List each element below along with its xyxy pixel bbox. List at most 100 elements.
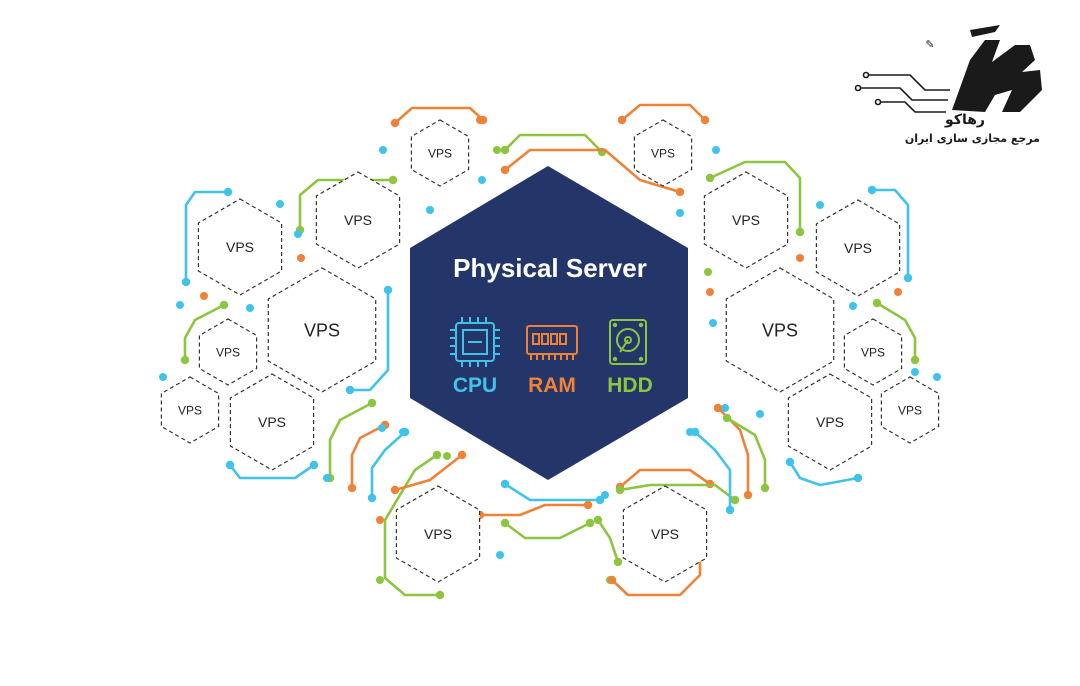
vps-node: VPS xyxy=(703,171,789,269)
vps-label: VPS xyxy=(816,414,844,430)
vps-hex-outline xyxy=(787,373,873,471)
hdd-icon xyxy=(609,319,647,365)
vps-hex-outline xyxy=(315,171,401,269)
logo-mark xyxy=(952,25,1042,112)
vps-node: VPS xyxy=(787,373,873,471)
vps-node: VPS xyxy=(633,119,693,187)
vps-hex-outline xyxy=(725,267,835,393)
connector-dot xyxy=(816,201,824,209)
vps-label: VPS xyxy=(428,146,452,160)
server-title: Physical Server xyxy=(453,253,647,283)
trace-node-dot xyxy=(613,557,623,567)
trace-node-dot xyxy=(500,165,510,175)
circuit-trace xyxy=(870,188,910,280)
connector-dot xyxy=(323,474,331,482)
trace-node-dot xyxy=(675,187,685,197)
physical-server-hexagon: Physical Server xyxy=(410,166,688,480)
connector-dot xyxy=(721,404,729,412)
vps-label: VPS xyxy=(732,212,760,228)
circuit-trace xyxy=(383,453,442,597)
circuit-trace xyxy=(228,463,316,480)
vps-label: VPS xyxy=(844,240,872,256)
trace-node-dot xyxy=(180,355,190,365)
vps-label: VPS xyxy=(898,403,922,417)
circuit-trace xyxy=(478,503,590,517)
circuit-trace xyxy=(503,521,592,540)
trace-node-dot xyxy=(181,277,191,287)
circuit-trace xyxy=(618,468,712,489)
circuit-trace xyxy=(348,288,390,392)
trace-node-dot xyxy=(390,118,400,128)
trace-node-dot xyxy=(725,505,735,515)
circuit-trace xyxy=(183,303,226,362)
connector-dot xyxy=(297,254,305,262)
vps-label: VPS xyxy=(304,320,340,340)
trace-node-dot xyxy=(872,298,882,308)
trace-node-dot xyxy=(390,485,400,495)
connector-dot xyxy=(601,491,609,499)
connector-dot xyxy=(608,576,616,584)
trace-node-dot xyxy=(867,185,877,195)
circuit-trace xyxy=(788,460,860,487)
vps-label: VPS xyxy=(216,345,240,359)
vps-node: VPS xyxy=(315,171,401,269)
vps-node: VPS xyxy=(395,485,481,583)
connector-dot xyxy=(849,302,857,310)
connector-dot xyxy=(704,268,712,276)
connector-dot xyxy=(894,288,902,296)
vps-node: VPS xyxy=(622,485,708,583)
trace-node-dot xyxy=(722,413,732,423)
connector-dot xyxy=(478,176,486,184)
connector-dot xyxy=(376,576,384,584)
vps-hex-outline xyxy=(633,119,693,187)
circuit-trace xyxy=(503,133,604,154)
vps-hex-outline xyxy=(843,318,903,386)
circuit-trace xyxy=(370,430,407,500)
trace-node-dot xyxy=(500,479,510,489)
connector-dot xyxy=(379,146,387,154)
connector-dot xyxy=(686,428,694,436)
trace-node-dot xyxy=(583,500,593,510)
trace-node-dot xyxy=(705,173,715,183)
vps-label: VPS xyxy=(226,239,254,255)
trace-node-dot xyxy=(730,495,740,505)
vps-node: VPS xyxy=(843,318,903,386)
connector-dot xyxy=(933,373,941,381)
connector-dot xyxy=(911,368,919,376)
trace-node-dot xyxy=(760,483,770,493)
connector-dot xyxy=(496,551,504,559)
server-hex-shape xyxy=(410,166,688,480)
rahaco-logo: ✎ رهاکو مرجع مجازی سازی ایران xyxy=(854,25,1042,145)
circuit-trace xyxy=(350,423,387,490)
circuit-trace xyxy=(620,103,707,122)
vps-node: VPS xyxy=(160,376,220,444)
cpu-icon xyxy=(450,317,500,367)
vps-node: VPS xyxy=(880,376,940,444)
trace-node-dot xyxy=(388,175,398,185)
connector-dot xyxy=(294,230,302,238)
trace-node-dot xyxy=(367,398,377,408)
trace-node-dot xyxy=(367,493,377,503)
connector-dot xyxy=(706,288,714,296)
vps-hex-outline xyxy=(267,267,377,393)
trace-node-dot xyxy=(500,518,510,528)
vps-hex-outline xyxy=(880,376,940,444)
trace-node-dot xyxy=(347,483,357,493)
vps-label: VPS xyxy=(861,345,885,359)
vps-node: VPS xyxy=(198,318,258,386)
vps-node: VPS xyxy=(815,199,901,297)
connector-dot xyxy=(310,461,318,469)
trace-node-dot xyxy=(785,457,795,467)
vps-label: VPS xyxy=(258,414,286,430)
connector-dot xyxy=(246,304,254,312)
connector-dot xyxy=(676,209,684,217)
vps-hexagons: VPS VPS VPS VPS VPS VPS VPS VPS VPS VPS VPS VPS VPS V… xyxy=(160,119,940,583)
vps-label: VPS xyxy=(424,526,452,542)
vps-hex-outline xyxy=(198,318,258,386)
trace-node-dot xyxy=(743,490,753,500)
connector-dot xyxy=(443,452,451,460)
vps-hex-outline xyxy=(410,119,470,187)
circuit-trace xyxy=(693,430,732,512)
trace-node-dot xyxy=(910,355,920,365)
